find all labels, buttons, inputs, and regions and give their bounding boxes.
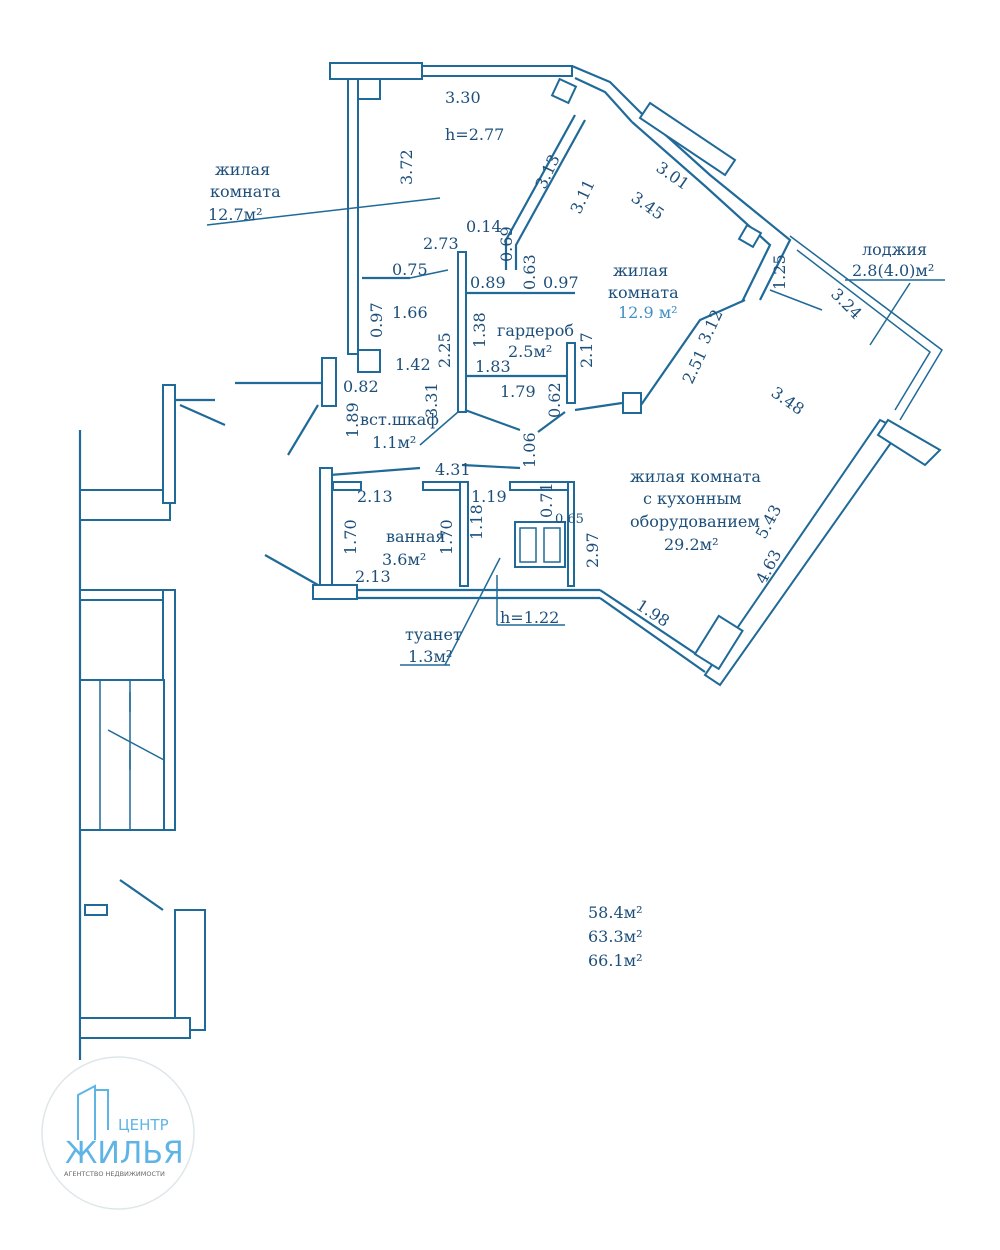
- dimension: 4.31: [435, 460, 471, 479]
- dimension: 2.17: [577, 332, 596, 368]
- room-area: 1.3м²: [408, 647, 452, 666]
- dimension: 3.30: [445, 88, 481, 107]
- room-name: с кухонным: [643, 489, 742, 508]
- dimension: 1.70: [341, 519, 360, 555]
- area-totals: 58.4м² 63.3м² 66.1м²: [588, 903, 642, 970]
- room-area: 12.7м²: [208, 205, 262, 224]
- dimension: 1.83: [475, 357, 511, 376]
- room-bathroom: ванная 3.6м²: [382, 527, 446, 569]
- room-name: гардероб: [497, 321, 574, 340]
- dimension: 5.43: [752, 502, 786, 542]
- dimension: 3.12: [694, 306, 726, 346]
- dimension: 1.89: [343, 402, 362, 438]
- dimension: 0.62: [545, 382, 564, 418]
- ceiling-height: h=2.77: [445, 125, 504, 144]
- room-name: ванная: [386, 527, 446, 546]
- dimension: 3.13: [531, 151, 563, 191]
- dimension: 1.19: [471, 487, 507, 506]
- room-name: жилая комната: [630, 467, 761, 486]
- room-area: 2.8(4.0)м²: [852, 261, 934, 280]
- dimension: 3.11: [566, 176, 598, 216]
- dimension: 1.79: [500, 382, 536, 401]
- dimension: 0.69: [497, 226, 516, 262]
- total-area: 58.4м²: [588, 903, 642, 922]
- room-name: лоджия: [862, 240, 927, 259]
- dimension: 1.25: [770, 254, 789, 290]
- total-area: 63.3м²: [588, 927, 642, 946]
- logo-line2: ЖИЛЬЯ: [65, 1136, 184, 1171]
- dimension: 2.13: [355, 567, 391, 586]
- room-living-2: жилая комната 12.9 м²: [608, 261, 679, 322]
- dimension: 2.51: [678, 346, 710, 386]
- room-name: комната: [210, 182, 281, 201]
- agency-logo: ЦЕНТР ЖИЛЬЯ АГЕНТСТВО НЕДВИЖИМОСТИ: [41, 1056, 195, 1210]
- dimension: 2.73: [423, 234, 459, 253]
- dimension: 0.75: [392, 260, 428, 279]
- dimension: 2.25: [435, 332, 454, 368]
- logo-line1: ЦЕНТР: [118, 1116, 169, 1134]
- room-wardrobe: гардероб 2.5м²: [497, 321, 574, 361]
- dimension: 0.63: [520, 254, 539, 290]
- dimension: 0.97: [367, 302, 386, 338]
- room-name: комната: [608, 283, 679, 302]
- dimension: 0.14: [466, 217, 502, 236]
- room-living-1: жилая комната 12.7м² h=2.77: [208, 125, 504, 224]
- dimension: 3.31: [422, 382, 441, 418]
- room-area: 3.6м²: [382, 550, 426, 569]
- dimension: 0.97: [543, 273, 579, 292]
- room-kitchen-living: жилая комната с кухонным оборудованием 2…: [630, 467, 761, 554]
- room-loggia: лоджия 2.8(4.0)м²: [852, 240, 934, 280]
- room-closet: вст.шкаф 1.1м²: [360, 410, 439, 452]
- dimension: 1.18: [467, 504, 486, 540]
- dimension: 1.70: [437, 519, 456, 555]
- dimension: 1.38: [470, 312, 489, 348]
- dimension: 0.82: [343, 377, 379, 396]
- room-name: оборудованием: [630, 512, 760, 531]
- dimension: 1.66: [392, 303, 428, 322]
- ceiling-height: h=1.22: [500, 608, 559, 627]
- dimension: 0.89: [470, 273, 506, 292]
- dimension: 3.24: [827, 284, 866, 323]
- room-area: 12.9 м²: [618, 303, 678, 322]
- room-area: 2.5м²: [508, 342, 552, 361]
- room-name: жилая: [215, 160, 270, 179]
- dimension: 2.97: [583, 532, 602, 568]
- room-toilet: туанет 1.3м² h=1.22: [405, 608, 559, 666]
- dimension: 2.13: [357, 487, 393, 506]
- dimension: 1.06: [520, 432, 539, 468]
- dimension: 3.48: [768, 383, 808, 419]
- dimension: 0.65: [555, 512, 584, 527]
- room-area: 1.1м²: [372, 433, 416, 452]
- dimension: 3.72: [397, 149, 416, 185]
- dimension: 0.71: [537, 482, 556, 518]
- dimension: 3.01: [653, 158, 693, 194]
- room-name: туанет: [405, 625, 462, 644]
- logo-line3: АГЕНТСТВО НЕДВИЖИМОСТИ: [64, 1170, 165, 1178]
- dimension: 3.45: [628, 188, 668, 224]
- room-area: 29.2м²: [664, 535, 718, 554]
- dimension: 1.42: [395, 355, 431, 374]
- room-name: вст.шкаф: [360, 410, 439, 429]
- walls: [78, 62, 943, 1060]
- room-name: жилая: [613, 261, 668, 280]
- total-area: 66.1м²: [588, 951, 642, 970]
